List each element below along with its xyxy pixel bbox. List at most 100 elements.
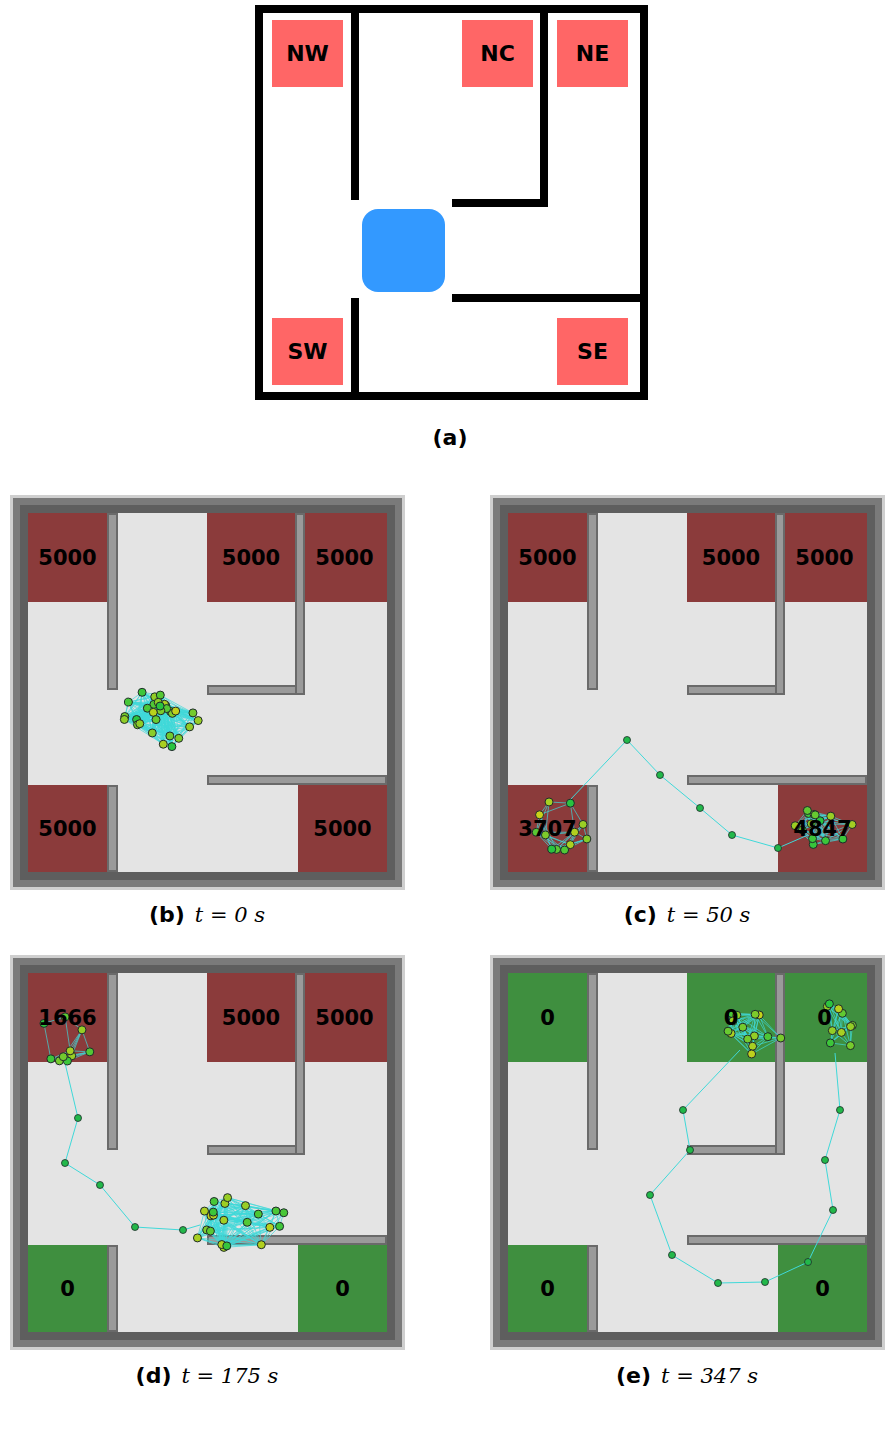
resource-count: 0 [540, 1277, 555, 1301]
target-counter-box: 0 [508, 1245, 587, 1332]
robot [257, 1241, 265, 1249]
resource-count: 5000 [518, 546, 576, 570]
arena-wall [587, 785, 598, 872]
region-name: NE [576, 41, 609, 66]
robot [166, 732, 174, 740]
resource-count: 5000 [313, 817, 371, 841]
robot [729, 832, 736, 839]
resource-count: 5000 [315, 1006, 373, 1030]
communication-link [156, 720, 190, 727]
robot [805, 1259, 812, 1266]
communication-link [65, 1063, 200, 1230]
communication-link [650, 1050, 840, 1283]
start-zone [362, 209, 445, 292]
arena-wall [297, 975, 303, 1153]
target-zone [508, 1245, 587, 1332]
arena-wall [109, 975, 116, 1148]
robot [826, 1039, 834, 1047]
robot [189, 709, 197, 717]
arena-wall [107, 1245, 118, 1332]
arena-wall [689, 687, 783, 693]
robot [822, 1157, 829, 1164]
maze-wall [351, 9, 359, 200]
robot [280, 1209, 288, 1217]
target-counter-box: 5000 [687, 513, 775, 602]
robot [156, 702, 164, 710]
target-counter-box: 5000 [28, 785, 107, 872]
subfigure-caption: (a) [433, 425, 468, 450]
communication-link [829, 1004, 850, 1027]
robot [680, 1107, 687, 1114]
robot [97, 1182, 104, 1189]
communication-link [59, 1052, 89, 1061]
arena-floor [508, 513, 867, 872]
region-box: SE [557, 318, 628, 385]
robot [837, 1107, 844, 1114]
robot [715, 1280, 722, 1287]
robot [272, 1207, 280, 1215]
target-zone [272, 318, 343, 385]
arena-wall [689, 1147, 783, 1153]
resource-count: 5000 [222, 546, 280, 570]
robot [847, 1023, 855, 1031]
robot [762, 1279, 769, 1286]
robot [47, 1055, 55, 1063]
maze-wall [540, 9, 548, 207]
arena-frame [493, 958, 882, 1347]
robot [200, 1207, 208, 1215]
robot [186, 723, 194, 731]
target-zone [28, 973, 107, 1062]
region-name: SE [577, 339, 608, 364]
robot-swarm [647, 1000, 857, 1287]
robot [566, 799, 574, 807]
target-zone [782, 973, 867, 1062]
maze-wall [351, 298, 359, 396]
arena-wall [107, 785, 118, 872]
target-counter-box: 0 [782, 973, 867, 1062]
target-zone [687, 513, 775, 602]
robot [748, 1050, 756, 1058]
arena-frame [490, 495, 885, 890]
robot [172, 707, 180, 715]
subfigure-letter: (c) [624, 902, 657, 927]
arena-wall [109, 1247, 116, 1330]
resource-count: 0 [60, 1277, 75, 1301]
target-zone [298, 785, 387, 872]
target-counter-box: 3707 [508, 785, 587, 872]
target-counter-box: 5000 [298, 785, 387, 872]
arena-wall [687, 685, 785, 695]
robot [193, 1234, 201, 1242]
arena-wall [777, 975, 783, 1153]
arena-wall [589, 1247, 596, 1330]
arena-wall [109, 787, 116, 870]
target-counter-box: 5000 [207, 973, 295, 1062]
arena-wall [687, 1235, 867, 1245]
robot [647, 1192, 654, 1199]
robot [175, 734, 183, 742]
target-counter-box: 5000 [207, 513, 295, 602]
resource-count: 5000 [38, 546, 96, 570]
robot [744, 1035, 752, 1043]
robot [194, 717, 202, 725]
target-zone [778, 1245, 867, 1332]
time-stamp: t = 175 s [181, 1364, 278, 1388]
target-zone [302, 513, 387, 602]
target-zone [778, 785, 867, 872]
region-box: NC [462, 20, 533, 87]
target-counter-box: 1666 [28, 973, 107, 1062]
target-zone [508, 513, 587, 602]
robot [243, 1218, 251, 1226]
robot [583, 835, 591, 843]
target-counter-box: 5000 [302, 973, 387, 1062]
arena-wall [107, 513, 118, 690]
target-zone [272, 20, 343, 87]
robot [206, 1227, 214, 1235]
target-zone [28, 785, 107, 872]
region-box: SW [272, 318, 343, 385]
arena-frame [490, 955, 885, 1350]
target-zone [782, 513, 867, 602]
robot [687, 1147, 694, 1154]
arena-wall [687, 1145, 785, 1155]
arena-frame [20, 505, 395, 880]
robot [624, 737, 631, 744]
